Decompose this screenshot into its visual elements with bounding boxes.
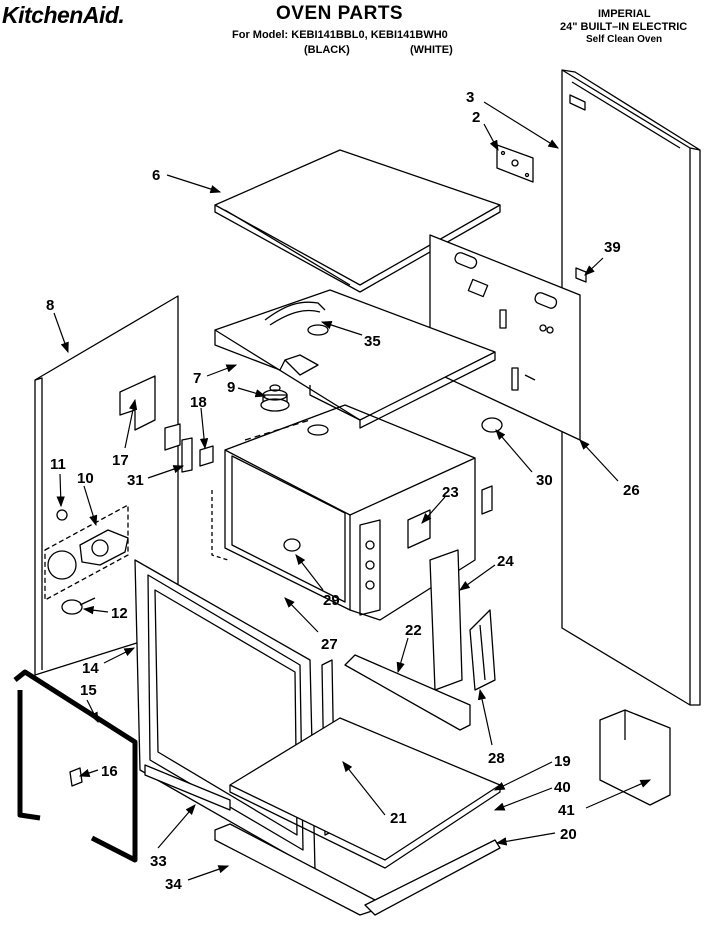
leader-lines [53,101,652,881]
callout-18: 18 [190,394,207,411]
clip-part [575,267,587,283]
callout-26: 26 [623,482,640,499]
callout-3: 3 [466,89,474,106]
callout-28: 28 [488,750,505,767]
callout-40: 40 [554,779,571,796]
vent-part [144,764,231,811]
callout-34: 34 [165,876,182,893]
callout-20: 20 [560,826,577,843]
model-line: For Model: KEBI141BBL0, KEBI141BWH0 [232,29,448,41]
door-gasket-part [13,669,138,863]
callout-21: 21 [390,810,407,827]
hinge-part [469,609,496,691]
color-black-label: (BLACK) [304,44,350,56]
top-panel-part [214,149,501,293]
callout-19: 19 [554,753,571,770]
door-frame-part [134,559,316,871]
color-white-label: (WHITE) [410,44,453,56]
imperial-label: IMPERIAL [598,8,651,20]
frame-plate-part [214,289,496,429]
callout-17: 17 [112,452,129,469]
callout-16: 16 [101,763,118,780]
callout-33: 33 [150,853,167,870]
rail-bracket-part [429,549,463,691]
callout-31: 31 [127,472,144,489]
callout-8: 8 [46,297,54,314]
callout-10: 10 [77,470,94,487]
oven-cavity-part [211,404,493,621]
support-rail-part [344,654,471,731]
built-in-label: 24" BUILT–IN ELECTRIC [560,21,688,33]
callout-30: 30 [536,472,553,489]
callout-39: 39 [604,239,621,256]
callout-22: 22 [405,622,422,639]
callout-41: 41 [558,802,575,819]
callout-2: 2 [472,109,480,126]
callout-6: 6 [152,167,160,184]
callout-15: 15 [80,682,97,699]
callout-11: 11 [50,456,66,473]
page-title: OVEN PARTS [276,3,404,24]
sensor-part [244,384,329,441]
brand-logo: KitchenAid. [2,2,125,28]
switch-part [164,423,214,473]
callout-35: 35 [364,333,381,350]
callout-9: 9 [227,379,235,396]
callout-7: 7 [193,370,201,387]
callout-29: 29 [323,592,340,609]
callout-23: 23 [442,484,459,501]
gasket-clip-part [69,767,83,787]
bracket-part [496,144,534,183]
toe-plate-part [214,823,501,916]
callout-12: 12 [111,605,128,622]
callout-labels: 3 2 6 39 8 35 7 9 18 17 11 10 31 30 26 2… [46,89,640,893]
plug-part [481,417,503,433]
callout-27: 27 [321,636,338,653]
callout-24: 24 [497,553,514,570]
self-clean-label: Self Clean Oven [586,34,663,45]
callout-14: 14 [82,660,99,677]
rear-panel-part [561,69,701,706]
mounting-bracket-part [599,709,671,806]
